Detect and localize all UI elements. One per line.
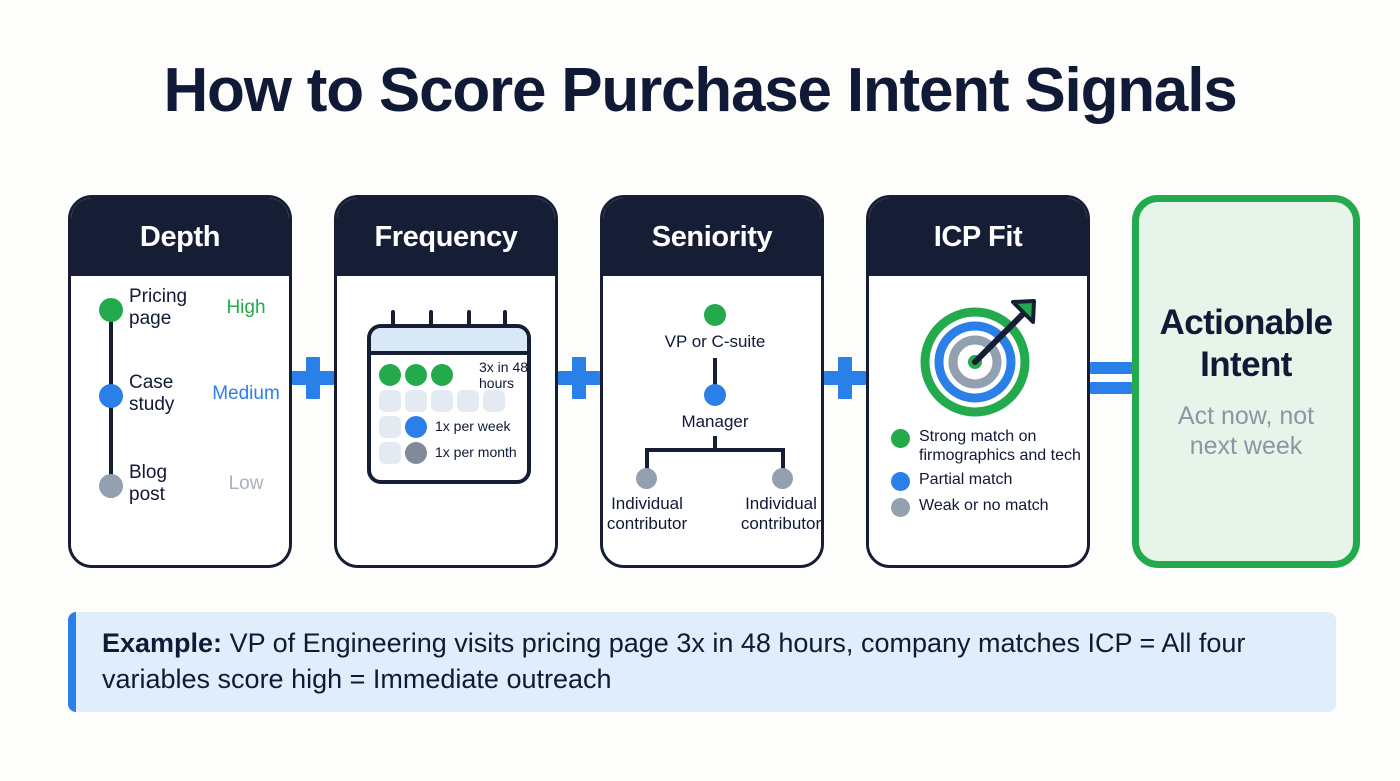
calendar-ring-icon bbox=[467, 310, 471, 336]
calendar-rings bbox=[367, 310, 531, 336]
calendar-ring-icon bbox=[429, 310, 433, 336]
calendar-row-3x-48h: 3x in 48 hours bbox=[379, 359, 529, 391]
org-dot-ic-right bbox=[772, 468, 793, 489]
icp-bullet-green bbox=[891, 429, 910, 448]
org-line-horizontal bbox=[645, 448, 785, 452]
card-header-icp-fit: ICP Fit bbox=[869, 198, 1087, 276]
plus-icon bbox=[824, 356, 866, 399]
depth-row-blog-post: Blog post Low bbox=[71, 462, 289, 505]
calendar-grid: 3x in 48 hours 1x per week bbox=[379, 359, 529, 464]
calendar-dot-gray bbox=[405, 442, 427, 464]
org-label-ic-right: Individual contributor bbox=[740, 494, 822, 533]
card-depth: Depth Pricing page High Case study Mediu… bbox=[68, 195, 292, 568]
calendar-band bbox=[371, 328, 527, 355]
calendar-note-3x-48h: 3x in 48 hours bbox=[479, 359, 529, 391]
plus-icon bbox=[558, 356, 600, 399]
depth-label-pricing-page: Pricing page bbox=[129, 286, 188, 330]
card-body-seniority: VP or C-suite Manager Individual contrib… bbox=[603, 276, 821, 565]
example-body: VP of Engineering visits pricing page 3x… bbox=[102, 628, 1246, 694]
calendar-cell-empty bbox=[379, 416, 401, 438]
card-icp-fit: ICP Fit Strong match on firmographics an… bbox=[866, 195, 1090, 568]
result-subtitle: Act now, not next week bbox=[1177, 401, 1315, 460]
operator-plus-2 bbox=[558, 196, 600, 569]
result-title: Actionable Intent bbox=[1159, 303, 1334, 384]
calendar-row-1x-month: 1x per month bbox=[379, 442, 529, 464]
depth-label-blog-post: Blog post bbox=[129, 462, 168, 506]
card-seniority: Seniority VP or C-suite Manager Individu… bbox=[600, 195, 824, 568]
card-header-frequency: Frequency bbox=[337, 198, 555, 276]
card-body-frequency: 3x in 48 hours 1x per week bbox=[337, 276, 555, 565]
card-actionable-intent: Actionable Intent Act now, not next week bbox=[1132, 195, 1360, 568]
depth-dot-low bbox=[99, 474, 123, 498]
example-text: Example: VP of Engineering visits pricin… bbox=[76, 626, 1336, 698]
org-line-left-branch bbox=[645, 448, 649, 470]
org-line-vp-to-manager bbox=[713, 358, 717, 385]
org-chart: VP or C-suite Manager Individual contrib… bbox=[603, 276, 821, 565]
card-header-depth: Depth bbox=[71, 198, 289, 276]
depth-score-high: High bbox=[226, 297, 266, 318]
icp-legend: Strong match on firmographics and tech P… bbox=[891, 428, 1081, 518]
calendar-ring-icon bbox=[391, 310, 395, 336]
cards-row: Depth Pricing page High Case study Mediu… bbox=[68, 195, 1360, 570]
calendar-dot-blue bbox=[405, 416, 427, 438]
card-frequency: Frequency 3x in 48 hours bbox=[334, 195, 558, 568]
depth-label-case-study: Case study bbox=[129, 372, 175, 416]
depth-row-case-study: Case study Medium bbox=[71, 372, 289, 415]
depth-dot-medium bbox=[99, 384, 123, 408]
calendar-cell-empty bbox=[457, 390, 479, 412]
calendar-cell-empty bbox=[405, 390, 427, 412]
calendar-cell-empty bbox=[379, 390, 401, 412]
target-bullseye-icon bbox=[920, 299, 1036, 417]
org-label-ic-left: Individual contributor bbox=[606, 494, 688, 533]
org-line-manager-down bbox=[713, 436, 717, 452]
icp-legend-label-strong: Strong match on firmographics and tech bbox=[919, 428, 1081, 464]
org-label-manager: Manager bbox=[681, 412, 749, 431]
example-label: Example: bbox=[102, 628, 223, 659]
icp-legend-label-weak: Weak or no match bbox=[919, 497, 1049, 515]
example-banner: Example: VP of Engineering visits pricin… bbox=[68, 612, 1336, 712]
icp-bullet-blue bbox=[891, 472, 910, 492]
calendar-note-1x-month: 1x per month bbox=[435, 444, 517, 461]
calendar-row-empty bbox=[379, 390, 529, 412]
org-dot-ic-left bbox=[636, 468, 657, 489]
page-title: How to Score Purchase Intent Signals bbox=[163, 56, 1237, 125]
org-dot-vp bbox=[704, 304, 726, 326]
calendar-dot-green bbox=[431, 364, 453, 386]
calendar-dot-green bbox=[405, 364, 427, 386]
operator-plus-1 bbox=[292, 196, 334, 569]
calendar-row-1x-week: 1x per week bbox=[379, 416, 529, 438]
icp-legend-item-strong: Strong match on firmographics and tech bbox=[891, 428, 1081, 465]
icp-bullet-gray bbox=[891, 498, 910, 518]
icp-legend-item-weak: Weak or no match bbox=[891, 497, 1081, 518]
org-dot-manager bbox=[704, 384, 726, 406]
depth-timeline: Pricing page High Case study Medium Blog… bbox=[71, 276, 289, 565]
calendar-cell-empty bbox=[431, 390, 453, 412]
card-body-depth: Pricing page High Case study Medium Blog… bbox=[71, 276, 289, 565]
equals-icon bbox=[1090, 361, 1132, 394]
depth-score-medium: Medium bbox=[212, 383, 280, 404]
calendar-ring-icon bbox=[503, 310, 507, 336]
calendar-cell-empty bbox=[379, 442, 401, 464]
depth-row-pricing-page: Pricing page High bbox=[71, 286, 289, 329]
calendar-dot-green bbox=[379, 364, 401, 386]
org-label-vp: VP or C-suite bbox=[664, 332, 766, 351]
operator-plus-3 bbox=[824, 196, 866, 569]
calendar-note-1x-week: 1x per week bbox=[435, 418, 511, 435]
card-body-icp-fit: Strong match on firmographics and tech P… bbox=[869, 276, 1087, 565]
plus-icon bbox=[292, 356, 334, 399]
card-header-seniority: Seniority bbox=[603, 198, 821, 276]
org-line-right-branch bbox=[781, 448, 785, 470]
icp-legend-label-partial: Partial match bbox=[919, 471, 1013, 489]
calendar-cell-empty bbox=[483, 390, 505, 412]
depth-score-low: Low bbox=[228, 473, 264, 494]
operator-equals bbox=[1090, 196, 1132, 569]
depth-dot-high bbox=[99, 298, 123, 322]
icp-legend-item-partial: Partial match bbox=[891, 471, 1081, 492]
